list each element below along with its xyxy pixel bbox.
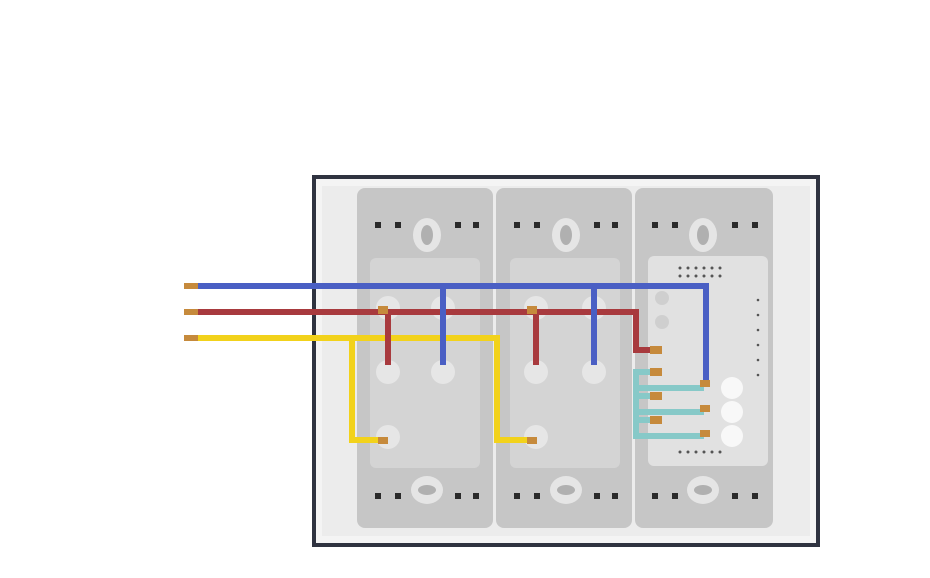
screw-terminal: [524, 360, 548, 384]
wire-tip: [184, 335, 198, 341]
screw-terminal: [376, 360, 400, 384]
slot: [375, 493, 381, 499]
led-indicator: [721, 401, 743, 423]
slot: [752, 222, 758, 228]
screw-terminal: [655, 291, 669, 305]
wire-tip: [700, 405, 710, 412]
slot: [594, 493, 600, 499]
slot: [612, 222, 618, 228]
wire-tip: [700, 380, 710, 387]
socket-module-1: [357, 188, 493, 528]
slot: [395, 493, 401, 499]
wire-tip: [650, 368, 662, 376]
wire-tip: [527, 437, 537, 444]
wire-tip: [378, 437, 388, 444]
hole-center: [697, 225, 709, 245]
slot: [732, 493, 738, 499]
screw-terminal: [582, 360, 606, 384]
hole-center: [421, 225, 433, 245]
wire-tip: [650, 392, 662, 400]
vent-dots: [678, 266, 760, 454]
slot: [752, 493, 758, 499]
slot: [455, 493, 461, 499]
wire-tip: [700, 430, 710, 437]
hole-center: [418, 485, 436, 495]
slot: [672, 493, 678, 499]
led-indicator: [721, 377, 743, 399]
slot: [534, 222, 540, 228]
screw-terminal: [655, 315, 669, 329]
copper-tips: [184, 283, 710, 444]
slot: [455, 222, 461, 228]
wire-tip: [527, 306, 537, 314]
screw-terminal: [431, 360, 455, 384]
wire-tip: [184, 309, 198, 315]
slot: [672, 222, 678, 228]
red-wire: [190, 309, 660, 365]
slot: [652, 493, 658, 499]
slot: [732, 222, 738, 228]
slot: [514, 493, 520, 499]
slot: [612, 493, 618, 499]
blue-wire: [190, 283, 709, 382]
slot: [375, 222, 381, 228]
wire-tip: [650, 346, 662, 354]
socket-module-2: [496, 188, 632, 528]
slot: [473, 222, 479, 228]
slot: [652, 222, 658, 228]
led-indicator: [721, 425, 743, 447]
wire-tip: [378, 306, 388, 314]
hole-center: [694, 485, 712, 495]
hole-center: [560, 225, 572, 245]
slot: [594, 222, 600, 228]
slot: [534, 493, 540, 499]
slot: [473, 493, 479, 499]
teal-jumper-wires: [633, 369, 704, 439]
wire-tip: [184, 283, 198, 289]
slot: [514, 222, 520, 228]
wires: [190, 283, 709, 443]
wire-tip: [650, 416, 662, 424]
yellow-wire: [190, 335, 532, 443]
slot: [395, 222, 401, 228]
hole-center: [557, 485, 575, 495]
